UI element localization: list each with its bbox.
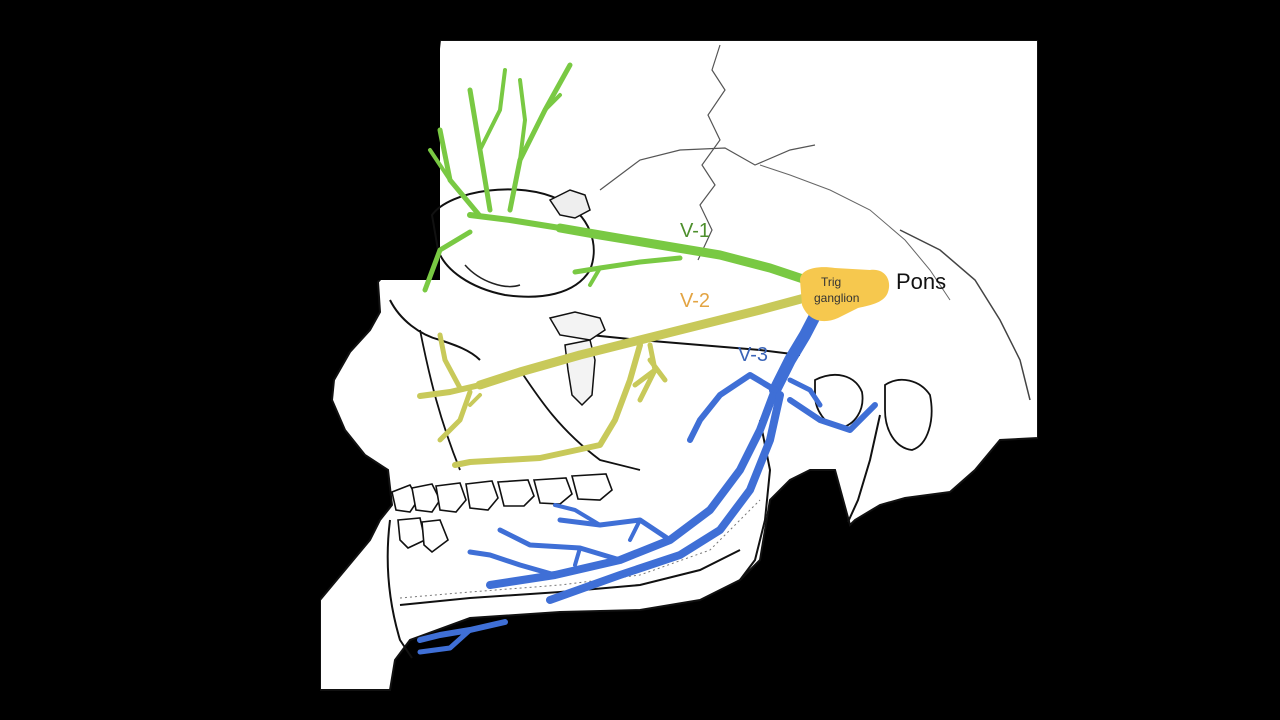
letterbox-left: [0, 0, 320, 720]
v1-lacrimal-end: [588, 266, 602, 287]
v3-branch-c: [467, 549, 558, 578]
v3-mental: [417, 619, 508, 643]
v1-lacrimal: [572, 255, 683, 275]
v2-branch-mid: [468, 393, 482, 407]
v3-mental-twig: [417, 627, 473, 655]
chin: [386, 519, 413, 659]
v2-branch-down: [437, 389, 473, 443]
v3-branch-b: [497, 527, 623, 563]
skull-silhouette: [319, 39, 1039, 691]
styloid-process: [847, 414, 881, 523]
skull-illustration: [319, 39, 1039, 691]
v3-masseteric: [787, 377, 823, 408]
v2-ganglion-twigs: [632, 342, 668, 403]
supraorbital-notch: [548, 189, 591, 219]
mastoid-process: [884, 378, 933, 451]
letterbox-bottom: [0, 695, 1280, 720]
v3-auriculotemporal: [787, 397, 878, 433]
mandibular-condyle: [814, 374, 864, 429]
v3-branch-a: [557, 517, 673, 543]
trigeminal-ganglion: [800, 267, 890, 322]
v1-twig-c: [478, 68, 507, 152]
nerve-v3-mandibular: [417, 304, 878, 655]
nerve-v1-ophthalmic: [422, 62, 817, 293]
v2-trunk: [475, 291, 817, 390]
lower-teeth: [397, 517, 449, 554]
maxilla-outline: [419, 329, 641, 471]
letterbox-top: [0, 0, 1280, 40]
nerve-v2-maxillary: [417, 291, 817, 468]
coronal-suture: [697, 44, 726, 261]
v1-twig-f: [543, 93, 562, 112]
v3-branch-e: [573, 518, 642, 567]
label-v1: V-1: [680, 220, 710, 242]
v3-branch-d: [553, 503, 602, 527]
v1-trunk: [555, 223, 817, 287]
v3-inferior-alveolar: [546, 391, 784, 604]
temporal-line: [759, 164, 951, 301]
v3-lingual: [486, 386, 779, 589]
v2-infraorbital: [417, 382, 483, 399]
label-ganglion-line1: Trig: [821, 275, 841, 289]
v3-trunk: [769, 304, 824, 396]
v3-buccal: [687, 372, 778, 443]
label-ganglion-line2: ganglion: [814, 291, 859, 305]
v1-twig-e: [518, 78, 527, 162]
lambdoid-suture: [899, 229, 1031, 401]
v2-branch-up: [437, 332, 463, 391]
v1-frontal-branch: [467, 212, 563, 231]
zygomatic-arch: [589, 334, 801, 356]
v1-twig-d: [507, 62, 573, 213]
letterbox-right: [1038, 0, 1280, 720]
v2-superior-alveolar: [452, 342, 643, 468]
v1-twig-a: [428, 148, 452, 182]
label-pons: Pons: [896, 269, 946, 294]
v1-nasociliary: [422, 229, 473, 293]
mandible-body: [399, 549, 741, 606]
label-v3: V-3: [738, 344, 768, 366]
zygomatic-bone: [548, 311, 606, 341]
upper-teeth: [391, 473, 613, 513]
squamous-suture: [599, 144, 816, 191]
orbit-inner: [464, 264, 521, 288]
label-v2: V-2: [680, 290, 710, 312]
